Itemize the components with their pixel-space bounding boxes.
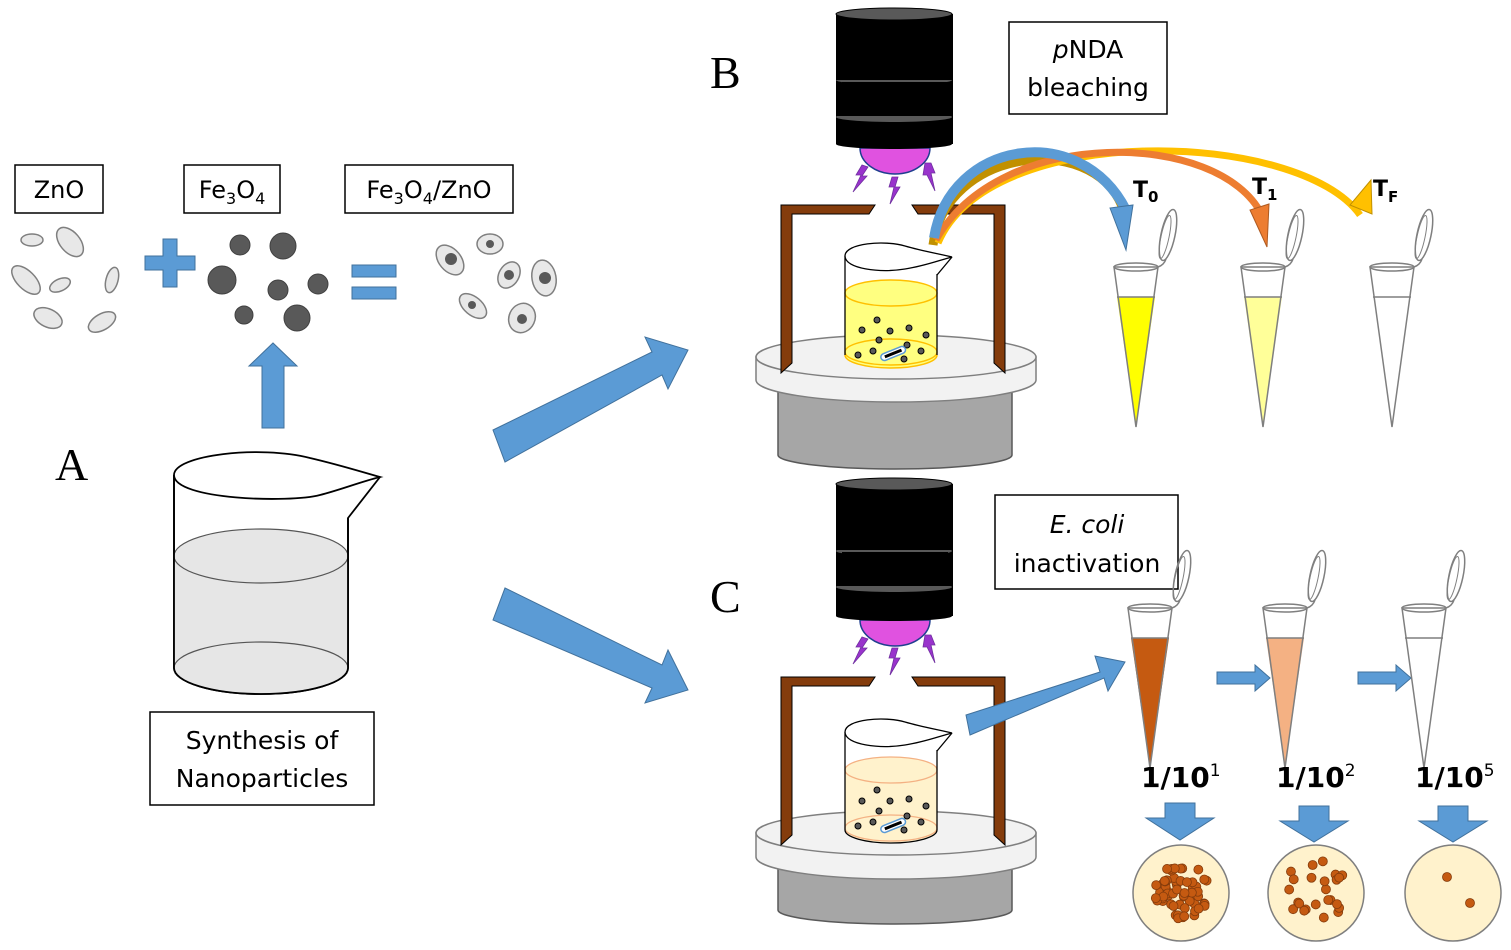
stirrer-b bbox=[755, 204, 1037, 470]
sample-tubes-b bbox=[1113, 208, 1434, 428]
synthesis-label-box: Synthesis of Nanoparticles bbox=[149, 711, 375, 806]
colony bbox=[1288, 874, 1299, 885]
colony bbox=[1442, 872, 1452, 882]
sample-tube-t1 bbox=[1240, 208, 1305, 428]
colony bbox=[1182, 877, 1192, 887]
colony bbox=[1310, 899, 1321, 910]
beaker-b bbox=[844, 242, 953, 369]
colony bbox=[1334, 872, 1345, 883]
panel-label-b: B bbox=[710, 47, 741, 98]
colony bbox=[1323, 895, 1334, 905]
colony bbox=[1317, 856, 1328, 867]
colony bbox=[1321, 884, 1331, 895]
composite-particles bbox=[435, 233, 557, 334]
plate-arrow-2-icon bbox=[1278, 805, 1350, 843]
sample-tube-tf bbox=[1369, 208, 1434, 428]
uv-bolts-b bbox=[852, 162, 936, 205]
zno-particles bbox=[11, 226, 120, 333]
agar-plate-3 bbox=[1404, 844, 1502, 942]
colony bbox=[1150, 893, 1161, 903]
composite-label: Fe3O4/ZnO bbox=[366, 176, 491, 208]
colony bbox=[1193, 864, 1204, 875]
dilution-tubes bbox=[1127, 549, 1466, 769]
colony bbox=[1332, 899, 1342, 910]
colony bbox=[1299, 905, 1310, 916]
colony bbox=[1179, 911, 1190, 922]
agar-plates bbox=[1132, 844, 1502, 942]
agar-plate-1 bbox=[1132, 844, 1230, 942]
colony bbox=[1199, 874, 1210, 885]
sampling-arrow-c-icon bbox=[965, 655, 1126, 736]
timepoint-t1-label: T1 bbox=[1252, 175, 1277, 204]
colony bbox=[1151, 880, 1162, 891]
equals-icon bbox=[351, 264, 397, 300]
ecoli-label-box: E. coli inactivation bbox=[994, 494, 1179, 590]
fe3o4-particles bbox=[207, 232, 329, 332]
timepoint-t0-label: T0 bbox=[1133, 178, 1158, 206]
colony bbox=[1288, 904, 1299, 915]
up-arrow-icon bbox=[247, 342, 299, 429]
colony bbox=[1319, 876, 1330, 887]
uv-lamp-b bbox=[835, 7, 953, 175]
ecoli-line2: inactivation bbox=[1014, 549, 1161, 578]
pnda-title: pNDA bbox=[1052, 35, 1124, 64]
dilution-label-5: 1/105 bbox=[1415, 761, 1495, 794]
colony bbox=[1318, 912, 1329, 923]
dilution-label-2: 1/102 bbox=[1276, 761, 1356, 794]
colony bbox=[1294, 898, 1305, 909]
panel-label-c: C bbox=[710, 571, 741, 622]
colony bbox=[1306, 872, 1317, 883]
timepoint-tf-label: TF bbox=[1373, 177, 1398, 206]
plate-arrow-1-icon bbox=[1144, 802, 1216, 841]
plus-icon bbox=[144, 238, 196, 288]
zno-label: ZnO bbox=[34, 176, 85, 204]
dilution-arrow-2-icon bbox=[1357, 663, 1412, 693]
fe3o4-label: Fe3O4 bbox=[199, 176, 266, 208]
arrow-to-b-icon bbox=[492, 336, 689, 463]
synthesis-beaker bbox=[173, 451, 384, 695]
agar-plate-2 bbox=[1267, 844, 1365, 942]
dilution-tube-2 bbox=[1262, 549, 1327, 769]
colony bbox=[1465, 898, 1475, 908]
arrow-to-c-icon bbox=[492, 587, 689, 704]
colony bbox=[1179, 888, 1190, 898]
uv-bolts-c bbox=[852, 634, 936, 676]
dilution-tube-1 bbox=[1127, 549, 1192, 769]
beaker-c bbox=[844, 718, 953, 844]
composite-label-box: Fe3O4/ZnO bbox=[344, 164, 514, 214]
stirrer-c bbox=[755, 676, 1037, 925]
uv-lamp-c bbox=[835, 477, 953, 647]
sample-tube-t0 bbox=[1113, 208, 1178, 428]
colony bbox=[1162, 864, 1172, 874]
colony bbox=[1193, 903, 1204, 914]
dilution-label-1: 1/101 bbox=[1141, 761, 1221, 794]
colony bbox=[1168, 901, 1179, 911]
ecoli-title: E. coli bbox=[1050, 510, 1125, 539]
panel-label-a: A bbox=[55, 439, 88, 490]
colony bbox=[1159, 876, 1170, 886]
colony bbox=[1179, 903, 1190, 914]
pnda-line2: bleaching bbox=[1027, 73, 1149, 102]
colony bbox=[1307, 860, 1318, 870]
dilution-arrow-1-icon bbox=[1216, 663, 1271, 693]
zno-label-box: ZnO bbox=[14, 164, 104, 214]
synthesis-line2: Nanoparticles bbox=[176, 764, 348, 793]
pnda-label-box: pNDA bleaching bbox=[1008, 21, 1168, 115]
dilution-tube-5 bbox=[1401, 549, 1466, 769]
fe3o4-label-box: Fe3O4 bbox=[183, 164, 281, 214]
colony bbox=[1284, 884, 1295, 895]
synthesis-line1: Synthesis of bbox=[186, 726, 340, 755]
sampling-arrows-b bbox=[928, 147, 1373, 252]
plate-arrow-3-icon bbox=[1417, 805, 1489, 843]
